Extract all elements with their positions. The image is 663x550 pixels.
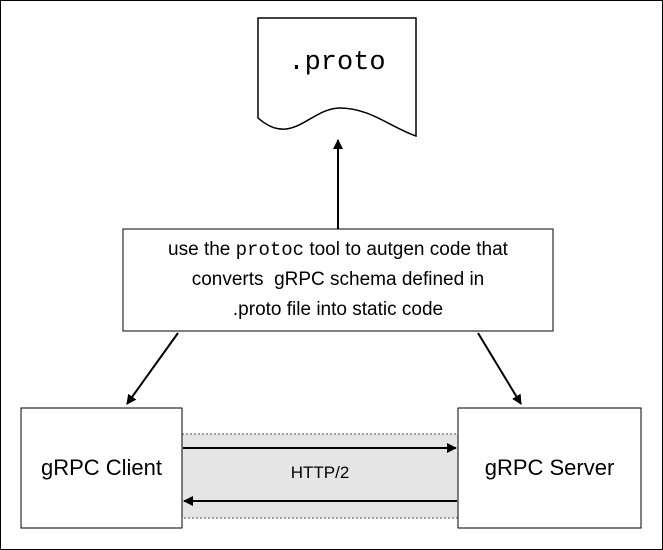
http2-label: HTTP/2	[290, 463, 350, 482]
protoc-code: protoc	[235, 239, 305, 261]
description-line-1-suffix: tool to autgen code that	[304, 239, 508, 260]
client-label-box: gRPC Client	[21, 408, 182, 528]
client-box	[20, 407, 183, 529]
proto-label: .proto	[288, 48, 386, 78]
server-box	[457, 407, 642, 529]
server-label-box: gRPC Server	[458, 408, 641, 528]
client-label: gRPC Client	[40, 455, 163, 480]
description-line-3: .proto file into static code	[232, 299, 444, 320]
server-label: gRPC Server	[484, 455, 615, 480]
arrow-to-server	[477, 332, 522, 405]
description-line-1-prefix: use the	[168, 239, 236, 260]
description-line-2: converts gRPC schema defined in	[191, 269, 485, 290]
arrow-to-client	[126, 332, 179, 405]
description-text: use the protoc tool to autgen code that …	[123, 229, 553, 331]
description-line-1: use the protoc tool to autgen code that	[168, 235, 508, 265]
description-box	[122, 228, 554, 332]
proto-document-shape	[257, 17, 417, 138]
